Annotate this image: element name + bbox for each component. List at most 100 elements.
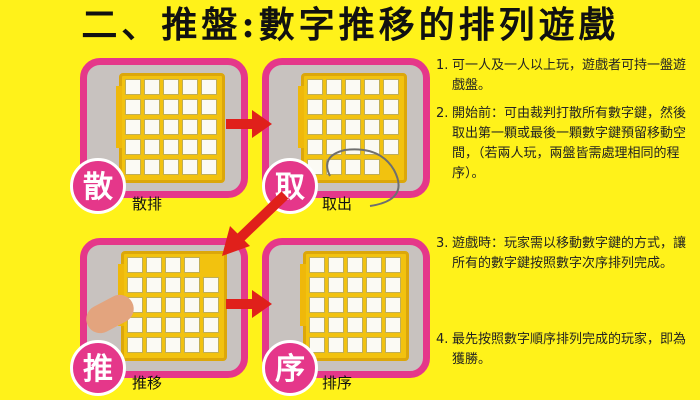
- puzzle-tile: [144, 99, 160, 115]
- puzzle-tile: [309, 297, 325, 313]
- puzzle-tile: [125, 139, 141, 155]
- puzzle-tile: [366, 297, 382, 313]
- puzzle-tile: [385, 277, 401, 293]
- puzzle-tile: [328, 257, 344, 273]
- puzzle-tile: [307, 99, 323, 115]
- step-image-scatter: [80, 58, 248, 198]
- puzzle-tile: [307, 79, 323, 95]
- puzzle-tile: [165, 337, 181, 353]
- puzzle-tile: [184, 317, 200, 333]
- puzzle-tile: [165, 297, 181, 313]
- puzzle-tile: [347, 277, 363, 293]
- puzzle-tile: [146, 297, 162, 313]
- puzzle-tile: [328, 297, 344, 313]
- puzzle-tile: [165, 277, 181, 293]
- puzzle-tile: [309, 277, 325, 293]
- puzzle-tile: [307, 119, 323, 135]
- removed-tile-pointer: [326, 148, 400, 207]
- puzzle-tile: [163, 99, 179, 115]
- puzzle-tile: [366, 277, 382, 293]
- puzzle-tile: [144, 139, 160, 155]
- puzzle-tile: [383, 139, 399, 155]
- puzzle-tile: [364, 119, 380, 135]
- puzzle-tile: [364, 99, 380, 115]
- puzzle-tile: [182, 159, 198, 175]
- puzzle-tile: [182, 119, 198, 135]
- instruction-1: 1. 可一人及一人以上玩，遊戲者可持一盤遊戲盤。: [436, 58, 687, 93]
- puzzle-tile: [326, 119, 342, 135]
- puzzle-tile: [146, 277, 162, 293]
- puzzle-tile: [184, 337, 200, 353]
- puzzle-tile: [364, 79, 380, 95]
- puzzle-tile: [146, 317, 162, 333]
- puzzle-tile: [165, 257, 181, 273]
- caption-remove: 取出: [322, 195, 353, 213]
- puzzle-tile: [201, 119, 217, 135]
- puzzle-tile: [163, 139, 179, 155]
- puzzle-tile: [203, 297, 219, 313]
- puzzle-tile: [345, 159, 361, 175]
- arrow-right-icon: [226, 110, 272, 138]
- caption-scatter: 散排: [132, 195, 163, 213]
- instruction-4: 4. 最先按照數字順序排列完成的玩家，即為獲勝。: [436, 332, 687, 367]
- puzzle-tile: [383, 79, 399, 95]
- puzzle-tile: [165, 317, 181, 333]
- puzzle-tile: [182, 99, 198, 115]
- puzzle-tile: [144, 159, 160, 175]
- puzzle-tile: [328, 317, 344, 333]
- puzzle-tile: [366, 257, 382, 273]
- puzzle-tile: [345, 139, 361, 155]
- puzzle-tile: [328, 337, 344, 353]
- puzzle-tile: [309, 257, 325, 273]
- instruction-2: 2. 開始前：可由裁判打散所有數字鍵，然後取出第一顆或最後一顆數字鍵預留移動空間…: [436, 106, 687, 181]
- puzzle-tile: [347, 317, 363, 333]
- puzzle-tile: [163, 119, 179, 135]
- puzzle-tile: [345, 79, 361, 95]
- puzzle-tile: [182, 139, 198, 155]
- puzzle-tile: [125, 159, 141, 175]
- puzzle-tile: [144, 119, 160, 135]
- puzzle-tile: [383, 119, 399, 135]
- badge-push: 推: [70, 340, 126, 396]
- puzzle-tile: [366, 337, 382, 353]
- puzzle-tile: [385, 257, 401, 273]
- puzzle-tile: [184, 277, 200, 293]
- puzzle-tile: [127, 277, 143, 293]
- puzzle-tile: [127, 257, 143, 273]
- puzzle-tile: [146, 337, 162, 353]
- puzzle-tile: [326, 79, 342, 95]
- puzzle-tile: [347, 297, 363, 313]
- puzzle-tile: [309, 317, 325, 333]
- puzzle-tile: [163, 79, 179, 95]
- puzzle-board: [300, 251, 409, 361]
- puzzle-tile: [385, 337, 401, 353]
- puzzle-tile: [184, 257, 200, 273]
- puzzle-tile: [328, 277, 344, 293]
- puzzle-tile: [201, 99, 217, 115]
- puzzle-tile: [203, 317, 219, 333]
- arrow-right-icon: [226, 290, 272, 318]
- puzzle-tile: [385, 297, 401, 313]
- puzzle-tile: [345, 99, 361, 115]
- puzzle-tile: [345, 119, 361, 135]
- puzzle-tile: [201, 79, 217, 95]
- page-title: 二、推盤:數字推移的排列遊戲: [81, 4, 619, 46]
- caption-sort: 排序: [322, 374, 353, 392]
- puzzle-tile: [125, 79, 141, 95]
- puzzle-tile: [144, 79, 160, 95]
- arrow-diagonal-icon: [222, 191, 289, 256]
- puzzle-tile: [203, 337, 219, 353]
- caption-push: 推移: [132, 374, 163, 392]
- puzzle-tile: [201, 139, 217, 155]
- puzzle-tile: [364, 159, 380, 175]
- puzzle-tile: [326, 99, 342, 115]
- puzzle-tile: [146, 257, 162, 273]
- badge-scatter: 散: [70, 158, 126, 214]
- puzzle-tile: [184, 297, 200, 313]
- puzzle-tile: [309, 337, 325, 353]
- puzzle-tile: [125, 99, 141, 115]
- puzzle-tile: [201, 159, 217, 175]
- puzzle-tile: [366, 317, 382, 333]
- puzzle-tile: [163, 159, 179, 175]
